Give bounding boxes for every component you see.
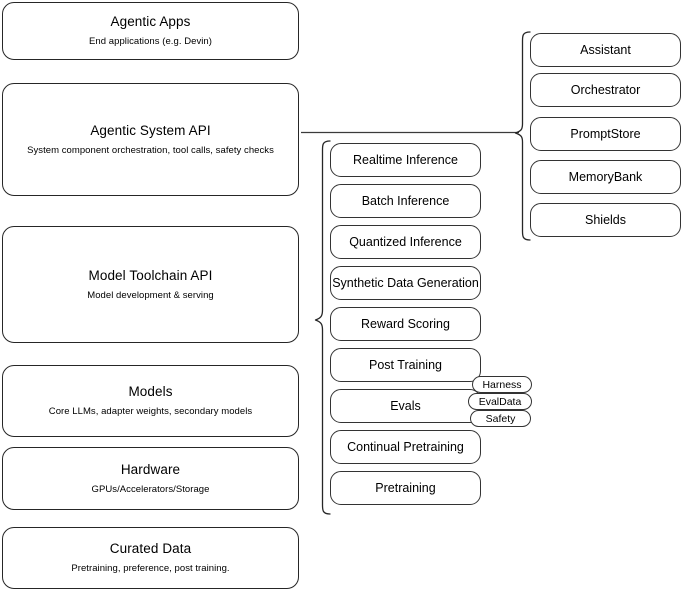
chip-label: Synthetic Data Generation — [332, 276, 479, 290]
toolchain-chip-continual-pretraining[interactable]: Continual Pretraining — [330, 430, 481, 464]
layer-subtitle: End applications (e.g. Devin) — [89, 36, 212, 47]
chip-label: PromptStore — [570, 127, 641, 141]
chip-label: Pretraining — [375, 481, 436, 495]
agentic-chip-assistant[interactable]: Assistant — [530, 33, 681, 67]
pill-label: Safety — [485, 412, 516, 425]
chip-label: Evals — [390, 399, 421, 413]
eval-pill-harness[interactable]: Harness — [472, 376, 532, 393]
chip-label: Realtime Inference — [353, 153, 458, 167]
layer-box-model-toolchain-api[interactable]: Model Toolchain API Model development & … — [2, 226, 299, 343]
chip-label: Batch Inference — [361, 194, 450, 208]
toolchain-chip-batch-inference[interactable]: Batch Inference — [330, 184, 481, 218]
bracket-path-toolchain — [314, 140, 331, 515]
toolchain-chip-synthetic-data-generation[interactable]: Synthetic Data Generation — [330, 266, 481, 300]
layer-box-hardware[interactable]: Hardware GPUs/Accelerators/Storage — [2, 447, 299, 510]
layer-title: Models — [128, 384, 173, 400]
chip-label: Shields — [585, 213, 626, 227]
layer-title: Agentic System API — [90, 122, 211, 138]
eval-pill-evaldata[interactable]: EvalData — [468, 393, 532, 410]
layer-subtitle: Pretraining, preference, post training. — [71, 563, 230, 574]
chip-label: Continual Pretraining — [347, 440, 464, 454]
chip-label: MemoryBank — [568, 170, 643, 184]
toolchain-chip-reward-scoring[interactable]: Reward Scoring — [330, 307, 481, 341]
toolchain-chip-pretraining[interactable]: Pretraining — [330, 471, 481, 505]
pill-label: Harness — [482, 378, 522, 391]
layer-subtitle: Core LLMs, adapter weights, secondary mo… — [48, 406, 253, 417]
chip-label: Assistant — [580, 43, 631, 57]
layer-subtitle: GPUs/Accelerators/Storage — [91, 483, 210, 495]
agentic-chip-shields[interactable]: Shields — [530, 203, 681, 237]
layer-box-curated-data[interactable]: Curated Data Pretraining, preference, po… — [2, 527, 299, 589]
agentic-chip-promptstore[interactable]: PromptStore — [530, 117, 681, 151]
chip-label: Post Training — [369, 358, 442, 372]
pill-label: EvalData — [478, 395, 522, 408]
toolchain-chip-evals[interactable]: Evals — [330, 389, 481, 423]
layer-title: Agentic Apps — [110, 14, 191, 30]
layer-title: Hardware — [120, 461, 181, 477]
chip-label: Orchestrator — [570, 83, 641, 97]
layer-title: Curated Data — [109, 541, 192, 557]
layer-box-agentic-system-api[interactable]: Agentic System API System component orch… — [2, 83, 299, 196]
eval-pill-safety[interactable]: Safety — [470, 410, 531, 427]
agentic-chip-orchestrator[interactable]: Orchestrator — [530, 73, 681, 107]
chip-label: Quantized Inference — [349, 235, 462, 249]
layer-title: Model Toolchain API — [88, 267, 213, 283]
bracket-path-agentic — [514, 31, 531, 241]
layer-box-models[interactable]: Models Core LLMs, adapter weights, secon… — [2, 365, 299, 437]
toolchain-chip-post-training[interactable]: Post Training — [330, 348, 481, 382]
toolchain-chip-realtime-inference[interactable]: Realtime Inference — [330, 143, 481, 177]
agentic-chip-memorybank[interactable]: MemoryBank — [530, 160, 681, 194]
chip-label: Reward Scoring — [361, 317, 450, 331]
layer-box-agentic-apps[interactable]: Agentic Apps End applications (e.g. Devi… — [2, 2, 299, 60]
toolchain-chip-quantized-inference[interactable]: Quantized Inference — [330, 225, 481, 259]
layer-subtitle: Model development & serving — [87, 289, 214, 301]
layer-subtitle: System component orchestration, tool cal… — [27, 144, 274, 156]
